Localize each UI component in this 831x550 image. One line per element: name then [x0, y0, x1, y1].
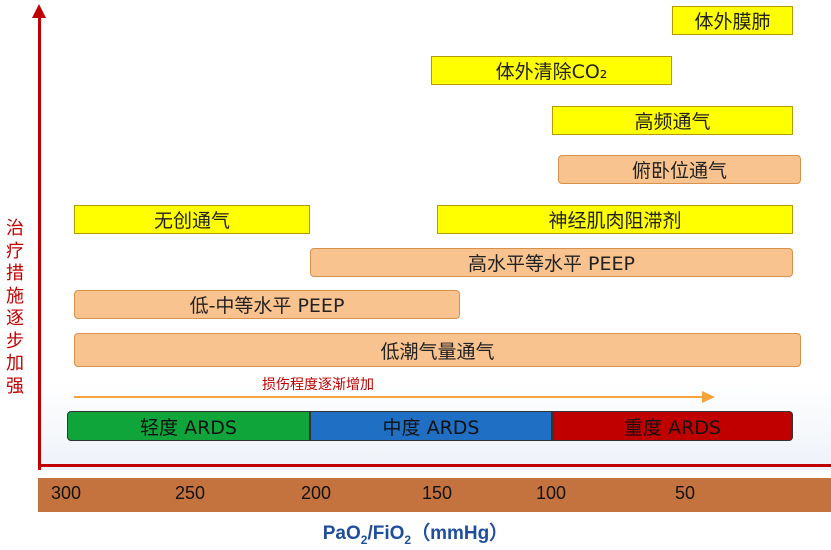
x-tick-label: 50: [674, 483, 696, 503]
y-axis-label-char: 逐: [6, 308, 24, 329]
x-tick-label: 100: [535, 483, 567, 503]
progress-label: 损伤程度逐渐增加: [262, 377, 374, 393]
y-axis-label-char: 强: [6, 375, 24, 397]
treatment-prone-position: 俯卧位通气: [558, 155, 801, 184]
treatment-neuromuscular-blockade: 神经肌肉阻滞剂: [437, 205, 793, 234]
y-axis-label-char: 加: [6, 353, 24, 374]
y-axis-label: 治 疗 措 施 逐 步 加 强: [3, 218, 27, 398]
y-axis-label-char: 措: [6, 263, 24, 284]
x-axis-label-main: PaO: [322, 523, 361, 544]
y-axis-arrowhead: [32, 4, 46, 18]
x-axis-label-subscript: 2: [360, 532, 368, 547]
severity-moderate-ards: 中度 ARDS: [310, 411, 552, 441]
treatment-ecco2r: 体外清除CO₂: [431, 56, 672, 85]
progress-arrow-line: [74, 396, 704, 398]
treatment-niv: 无创通气: [74, 205, 310, 234]
x-axis-tick-band: [38, 478, 831, 512]
treatment-low-moderate-peep: 低-中等水平 PEEP: [74, 290, 460, 319]
y-axis-label-char: 步: [6, 330, 24, 352]
x-tick-label: 200: [300, 483, 332, 503]
x-axis-line: [38, 464, 831, 467]
y-axis-label-char: 治: [6, 218, 24, 239]
treatment-high-peep: 高水平等水平 PEEP: [310, 248, 793, 277]
severity-severe-ards: 重度 ARDS: [552, 411, 793, 441]
x-tick-label: 150: [421, 483, 453, 503]
x-tick-label: 300: [50, 483, 82, 503]
x-axis-label-mid: /FiO: [367, 523, 405, 544]
treatment-hfov: 高频通气: [552, 106, 793, 135]
y-axis-line: [38, 14, 41, 470]
progress-arrowhead: [702, 391, 715, 403]
treatment-ecmo: 体外膜肺: [672, 6, 793, 35]
y-axis-label-char: 疗: [6, 240, 24, 262]
y-axis-label-char: 施: [6, 285, 24, 307]
severity-mild-ards: 轻度 ARDS: [67, 411, 310, 441]
x-axis-label-subscript: 2: [404, 532, 412, 547]
x-axis-label-unit: （mmHg）: [411, 523, 509, 544]
treatment-low-tidal-volume: 低潮气量通气: [74, 333, 801, 367]
x-axis-label: PaO2/FiO2（mmHg）: [0, 518, 831, 547]
x-tick-label: 250: [174, 483, 206, 503]
